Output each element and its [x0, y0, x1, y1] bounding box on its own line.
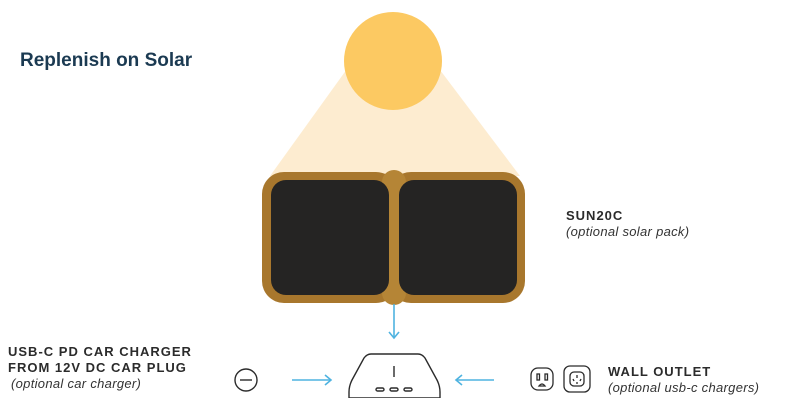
arrow-down-panel [388, 304, 400, 340]
car-charger-line1: USB-C PD CAR CHARGER [8, 344, 192, 359]
wall-outlet-note: (optional usb-c chargers) [608, 380, 760, 395]
wall-outlet-name: WALL OUTLET [608, 364, 712, 379]
solar-pack-name: SUN20C [566, 208, 624, 223]
car-plug-icon [234, 368, 258, 392]
us-outlet-icon [530, 367, 554, 391]
page-title: Replenish on Solar [20, 50, 193, 71]
universal-outlet-icon [563, 365, 591, 393]
solar-pack-note: (optional solar pack) [566, 224, 690, 239]
sunlight-beam [270, 62, 520, 176]
wall-outlet-label: WALL OUTLET (optional usb-c chargers) [608, 364, 759, 396]
car-charger-line2: FROM 12V DC CAR PLUG [8, 360, 187, 375]
arrow-right-car [292, 374, 333, 386]
solar-pack-label: SUN20C (optional solar pack) [566, 208, 689, 240]
solar-panel-icon [262, 170, 525, 305]
arrow-left-wall [454, 374, 494, 386]
car-charger-label: USB-C PD CAR CHARGER FROM 12V DC CAR PLU… [8, 344, 192, 392]
car-charger-note: (optional car charger) [11, 376, 142, 391]
power-bank-icon [348, 353, 441, 398]
sun-icon [344, 12, 442, 110]
